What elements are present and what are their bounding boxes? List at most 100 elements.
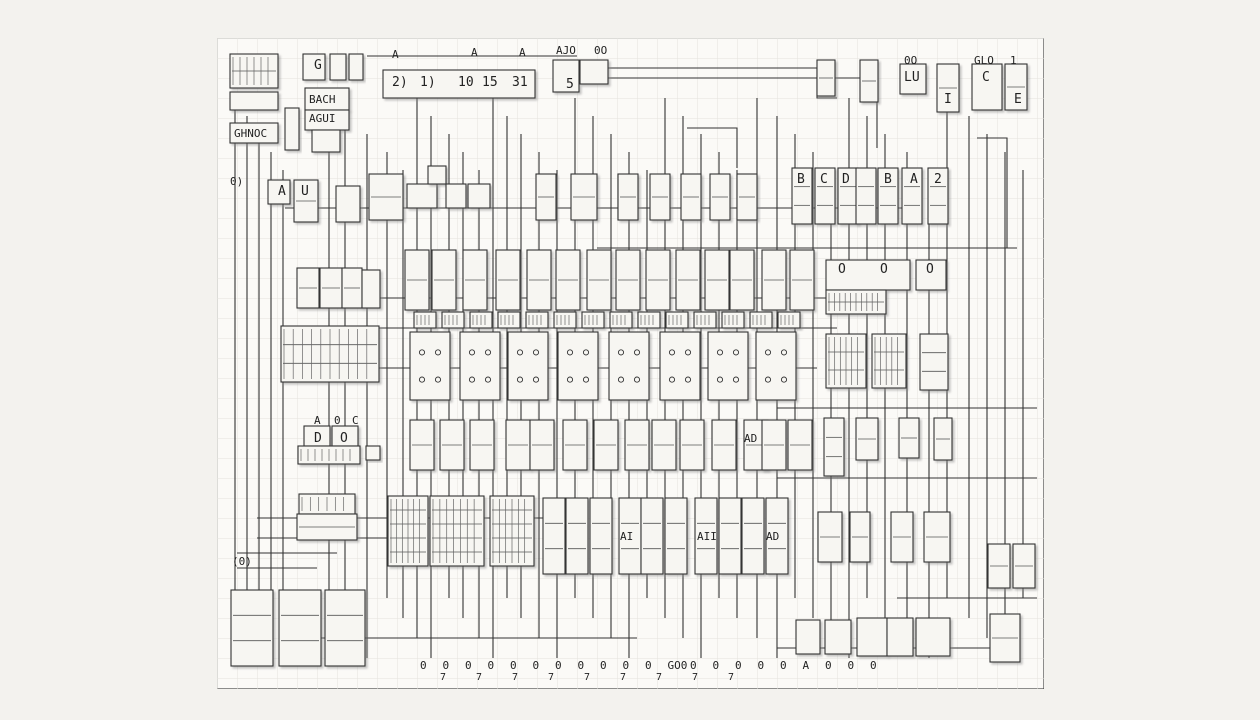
- output-latch: [824, 619, 852, 655]
- terminal-digit: 0: [532, 659, 540, 672]
- terminal-digit: 0: [487, 659, 495, 672]
- memory-module: [409, 331, 451, 401]
- mid-label-0: 0: [334, 414, 341, 427]
- mux-cell: [329, 53, 347, 81]
- pin-header: [693, 311, 717, 329]
- latch-block: [901, 167, 923, 225]
- pin-header: [581, 311, 605, 329]
- bus-driver: [1012, 543, 1036, 589]
- pin-header: [469, 311, 493, 329]
- lower-label-ad1: AD: [766, 530, 780, 543]
- terminal-sub: 7: [512, 672, 519, 683]
- gate-array-cell: [505, 419, 531, 471]
- bus-driver: [987, 543, 1011, 589]
- terminal-digit: 0: [622, 659, 630, 672]
- mid-label-d: D: [314, 431, 322, 446]
- decoder-block: [319, 267, 343, 309]
- gate-block: [293, 179, 319, 223]
- memory-module: [608, 331, 650, 401]
- alu-block: [899, 63, 927, 95]
- io-array: [871, 333, 907, 389]
- wire: [977, 137, 1008, 248]
- buffer-block: [526, 249, 552, 311]
- io-array: [919, 333, 949, 391]
- box-label-b2: B: [884, 172, 892, 187]
- box-label-c2: C: [820, 172, 828, 187]
- mid-label-o3: O: [880, 262, 888, 277]
- latch-block: [535, 173, 557, 221]
- top-label-ajo: AJO: [556, 44, 576, 57]
- register-file: [298, 493, 356, 515]
- memory-module: [755, 331, 797, 401]
- mux-cell: [284, 107, 300, 151]
- mid-label-o2: O: [838, 262, 846, 277]
- terminal-sub: 7: [620, 672, 627, 683]
- output-latch: [915, 617, 951, 657]
- lower-label-ai: AI: [620, 530, 634, 543]
- memory-cell: [859, 59, 879, 103]
- gate-block: [368, 173, 404, 221]
- gate-array-cell: [711, 419, 737, 471]
- mux-cell: [302, 53, 326, 81]
- terminal-digit: GO0: [667, 659, 688, 672]
- terminal-sub: 7: [584, 672, 591, 683]
- control-register: [915, 259, 947, 291]
- box-label-2: 2: [934, 172, 942, 187]
- terminal-digit: 0: [600, 659, 607, 672]
- mid-label-c: C: [352, 414, 359, 427]
- top-label-oo2: 0O: [904, 54, 918, 67]
- side-label-0: 0): [230, 175, 244, 188]
- memory-module: [557, 331, 599, 401]
- gate-array-cell: [409, 419, 435, 471]
- memory-module: [459, 331, 501, 401]
- memory-module: [707, 331, 749, 401]
- clock-module: [230, 589, 274, 667]
- register-cell-1: 1): [420, 75, 436, 90]
- output-latch: [989, 613, 1021, 663]
- wire: [687, 127, 738, 168]
- control-register: [825, 289, 887, 315]
- mux-cell: [348, 53, 364, 81]
- terminal-digit: 0: [712, 659, 720, 672]
- gate-block: [467, 183, 491, 209]
- buffer-block: [462, 249, 488, 311]
- gate-array-cell: [651, 419, 677, 471]
- pin-header: [413, 311, 437, 329]
- input-register-block: [229, 122, 279, 144]
- bus-driver: [890, 511, 914, 563]
- buffer-block: [555, 249, 581, 311]
- terminal-sub: 7: [728, 672, 735, 683]
- terminal-digit: 0: [442, 659, 450, 672]
- register-file: [296, 513, 358, 541]
- terminal-digit: 0: [577, 659, 585, 672]
- pin-header: [637, 311, 661, 329]
- register-cell-4: 31: [512, 75, 528, 90]
- alu-block: [971, 63, 1003, 111]
- terminal-digit: 0: [465, 659, 472, 672]
- buffer-block: [761, 249, 787, 311]
- gate-block: [427, 165, 447, 185]
- latch-block: [855, 167, 877, 225]
- pin-header: [749, 311, 773, 329]
- bus-driver: [718, 497, 742, 575]
- pin-header: [525, 311, 549, 329]
- register-file: [387, 495, 429, 567]
- buffer-block: [729, 249, 755, 311]
- flag-block: [855, 417, 879, 461]
- mid-label-a: A: [314, 414, 321, 427]
- terminal-digit: 0: [645, 659, 652, 672]
- alu-block: [1004, 63, 1028, 111]
- output-latch: [795, 619, 821, 655]
- lower-label-ad2: AD: [744, 432, 758, 445]
- buffer-block: [675, 249, 701, 311]
- bus-driver: [542, 497, 566, 575]
- terminal-digit: 0: [870, 659, 877, 672]
- terminal-digit: 0: [690, 659, 697, 672]
- gate-block: [335, 185, 361, 223]
- buffer-block: [586, 249, 612, 311]
- buffer-block: [704, 249, 730, 311]
- box-label-g: G: [314, 58, 322, 73]
- terminal-sub: 7: [476, 672, 483, 683]
- gate-block: [267, 179, 291, 205]
